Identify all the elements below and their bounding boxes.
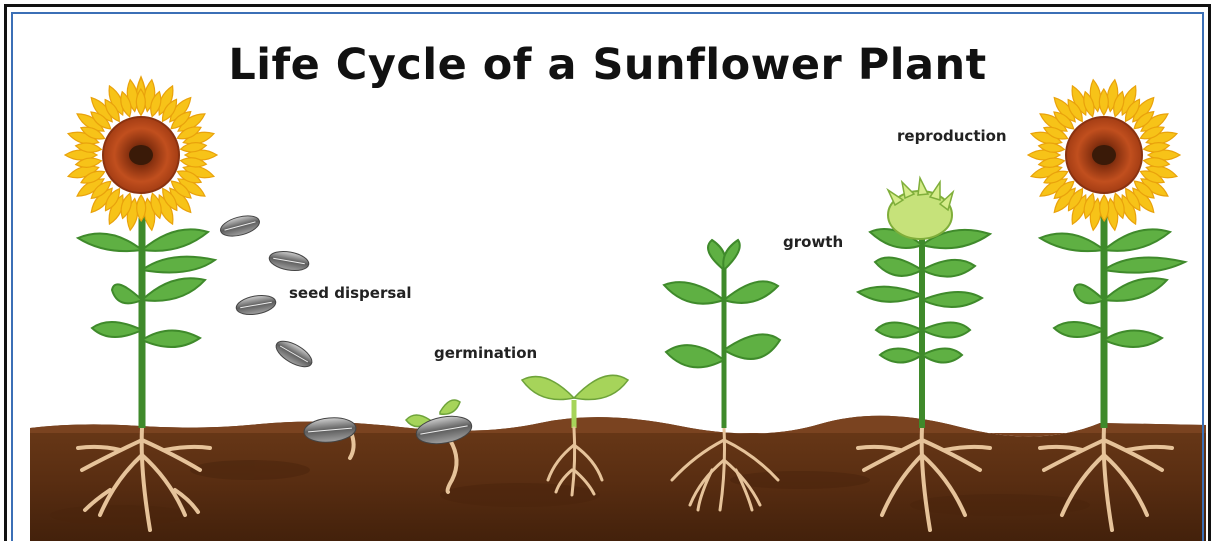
label-seed-dispersal: seed dispersal bbox=[289, 284, 412, 302]
diagram-title: Life Cycle of a Sunflower Plant bbox=[0, 40, 1215, 90]
label-reproduction: reproduction bbox=[897, 127, 1007, 145]
inner-border bbox=[11, 12, 1204, 541]
label-growth: growth bbox=[783, 233, 843, 251]
label-germination: germination bbox=[434, 344, 537, 362]
